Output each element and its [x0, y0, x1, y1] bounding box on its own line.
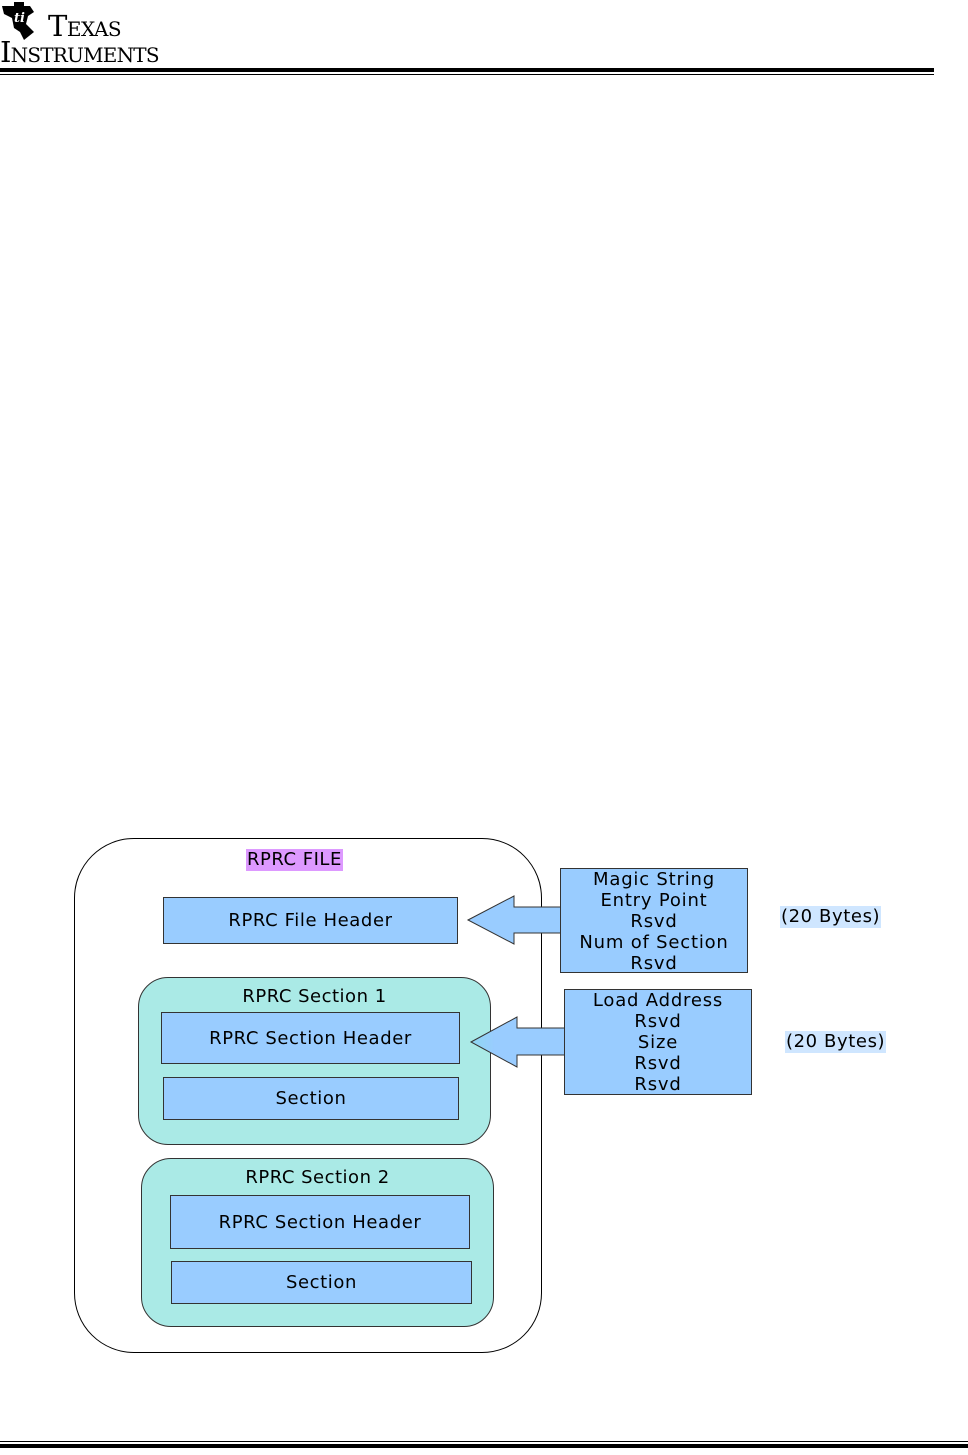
- section-header-field: Load Address: [592, 990, 724, 1011]
- file-header-field: Rsvd: [630, 911, 678, 932]
- rprc-section-1-header-box: RPRC Section Header: [161, 1012, 460, 1064]
- rprc-file-label: RPRC FILE: [246, 849, 343, 871]
- file-header-size-label: (20 Bytes): [780, 906, 882, 928]
- ti-logo: ti Texas Instruments: [0, 2, 200, 68]
- rprc-section-2-header-box: RPRC Section Header: [170, 1195, 470, 1249]
- svg-text:ti: ti: [14, 11, 25, 26]
- file-header-fields-box: Magic String Entry Point Rsvd Num of Sec…: [560, 868, 748, 974]
- rprc-section-1-body-label: Section: [275, 1088, 347, 1109]
- section-header-field: Rsvd: [634, 1011, 682, 1032]
- rprc-section-2-body-label: Section: [285, 1272, 358, 1293]
- header-rule-thick: [0, 68, 934, 72]
- section-header-field: Rsvd: [634, 1053, 682, 1074]
- rprc-section-2-header-label: RPRC Section Header: [218, 1211, 422, 1233]
- rprc-section-1-label: RPRC Section 1: [242, 986, 387, 1007]
- rprc-section-1-header-label: RPRC Section Header: [209, 1027, 412, 1049]
- footer-rule-thin: [0, 1441, 968, 1442]
- section-header-field: Size: [637, 1032, 679, 1053]
- file-header-field: Entry Point: [600, 890, 708, 911]
- rprc-section-2-body-box: Section: [171, 1261, 472, 1304]
- logo-wordmark-line1: Texas: [48, 9, 122, 43]
- rprc-file-header-label: RPRC File Header: [228, 910, 393, 931]
- rprc-section-1-body-box: Section: [163, 1077, 459, 1120]
- rprc-section-2-label: RPRC Section 2: [245, 1167, 390, 1188]
- logo-wordmark-line2: Instruments: [0, 35, 160, 69]
- section-header-size-label: (20 Bytes): [785, 1031, 887, 1053]
- ti-logo-icon: ti: [2, 2, 34, 40]
- section-header-field: Rsvd: [634, 1074, 682, 1095]
- rprc-file-header-box: RPRC File Header: [163, 897, 458, 944]
- footer-rule-thick: [0, 1444, 968, 1448]
- section-header-fields-box: Load Address Rsvd Size Rsvd Rsvd: [564, 989, 752, 1095]
- file-header-field: Num of Section: [579, 932, 729, 953]
- file-header-field: Rsvd: [630, 953, 678, 974]
- header-rule-thin: [0, 74, 934, 75]
- file-header-field: Magic String: [593, 869, 715, 890]
